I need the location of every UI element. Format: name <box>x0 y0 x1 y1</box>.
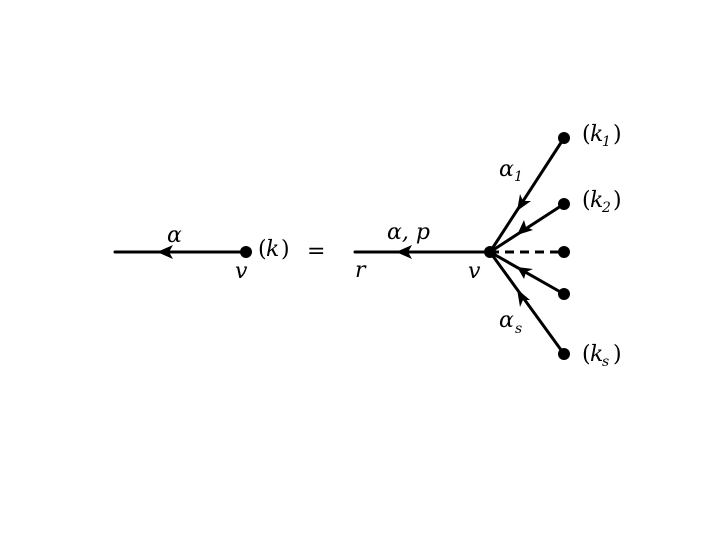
rhs-leaf-dashed <box>558 246 570 258</box>
rhs-edge-label-s: α s <box>499 308 522 337</box>
rhs-vertex <box>484 246 496 258</box>
svg-text:1: 1 <box>602 134 611 150</box>
rhs-branch-3 <box>488 250 566 296</box>
svg-text:(: ( <box>258 237 267 262</box>
lhs-vertex-label: v <box>235 259 248 284</box>
lhs-leaf-label: ( k ) <box>258 237 290 262</box>
rhs-root-label: r <box>355 258 367 283</box>
rhs-branch-1-arrow <box>517 194 531 211</box>
svg-text:(: ( <box>582 342 591 367</box>
svg-text:α: α <box>499 157 514 182</box>
svg-text:): ) <box>613 122 622 147</box>
svg-text:k: k <box>590 122 603 147</box>
rhs-branch-1 <box>488 136 566 254</box>
svg-text:s: s <box>515 321 522 337</box>
lhs-tree: α v ( k ) <box>113 223 290 284</box>
svg-text:k: k <box>590 342 603 367</box>
rhs-branch-s-arrow <box>517 289 530 307</box>
svg-text:1: 1 <box>514 169 523 185</box>
svg-text:(: ( <box>582 188 591 213</box>
rhs-leaf-s <box>558 348 570 360</box>
rhs-branch-2-arrow <box>517 220 533 235</box>
svg-text:α: α <box>499 308 514 333</box>
rhs-leaf-label-s: ( k s ) <box>582 342 622 370</box>
lhs-edge-label: α <box>167 223 182 248</box>
lhs-leaf-label-k: k <box>266 237 279 262</box>
svg-text:): ) <box>613 342 622 367</box>
rhs-root-edge-arrow <box>396 245 412 259</box>
svg-text:): ) <box>613 188 622 213</box>
rhs-edge-label-1: α 1 <box>499 157 523 185</box>
rhs-leaf-3 <box>558 288 570 300</box>
svg-text:(: ( <box>582 122 591 147</box>
rhs-leaf-1 <box>558 132 570 144</box>
svg-text:k: k <box>590 188 603 213</box>
rhs-vertex-label: v <box>468 259 481 284</box>
svg-text:s: s <box>602 354 609 370</box>
rhs-leaf-2 <box>558 198 570 210</box>
lhs-vertex <box>240 246 252 258</box>
lhs-edge-arrow <box>157 245 173 259</box>
rhs-leaf-label-2: ( k 2 ) <box>582 188 622 216</box>
svg-text:2: 2 <box>601 200 611 216</box>
rhs-tree: r α, p v α 1 α s <box>353 122 622 370</box>
rhs-leaf-label-1: ( k 1 ) <box>582 122 622 150</box>
equals-sign: = <box>307 239 325 264</box>
rhs-edge-label: α, p <box>387 220 430 245</box>
svg-text:): ) <box>281 237 290 262</box>
rhs-branch-3-arrow <box>517 267 533 279</box>
rhs-branch-s <box>488 250 566 356</box>
